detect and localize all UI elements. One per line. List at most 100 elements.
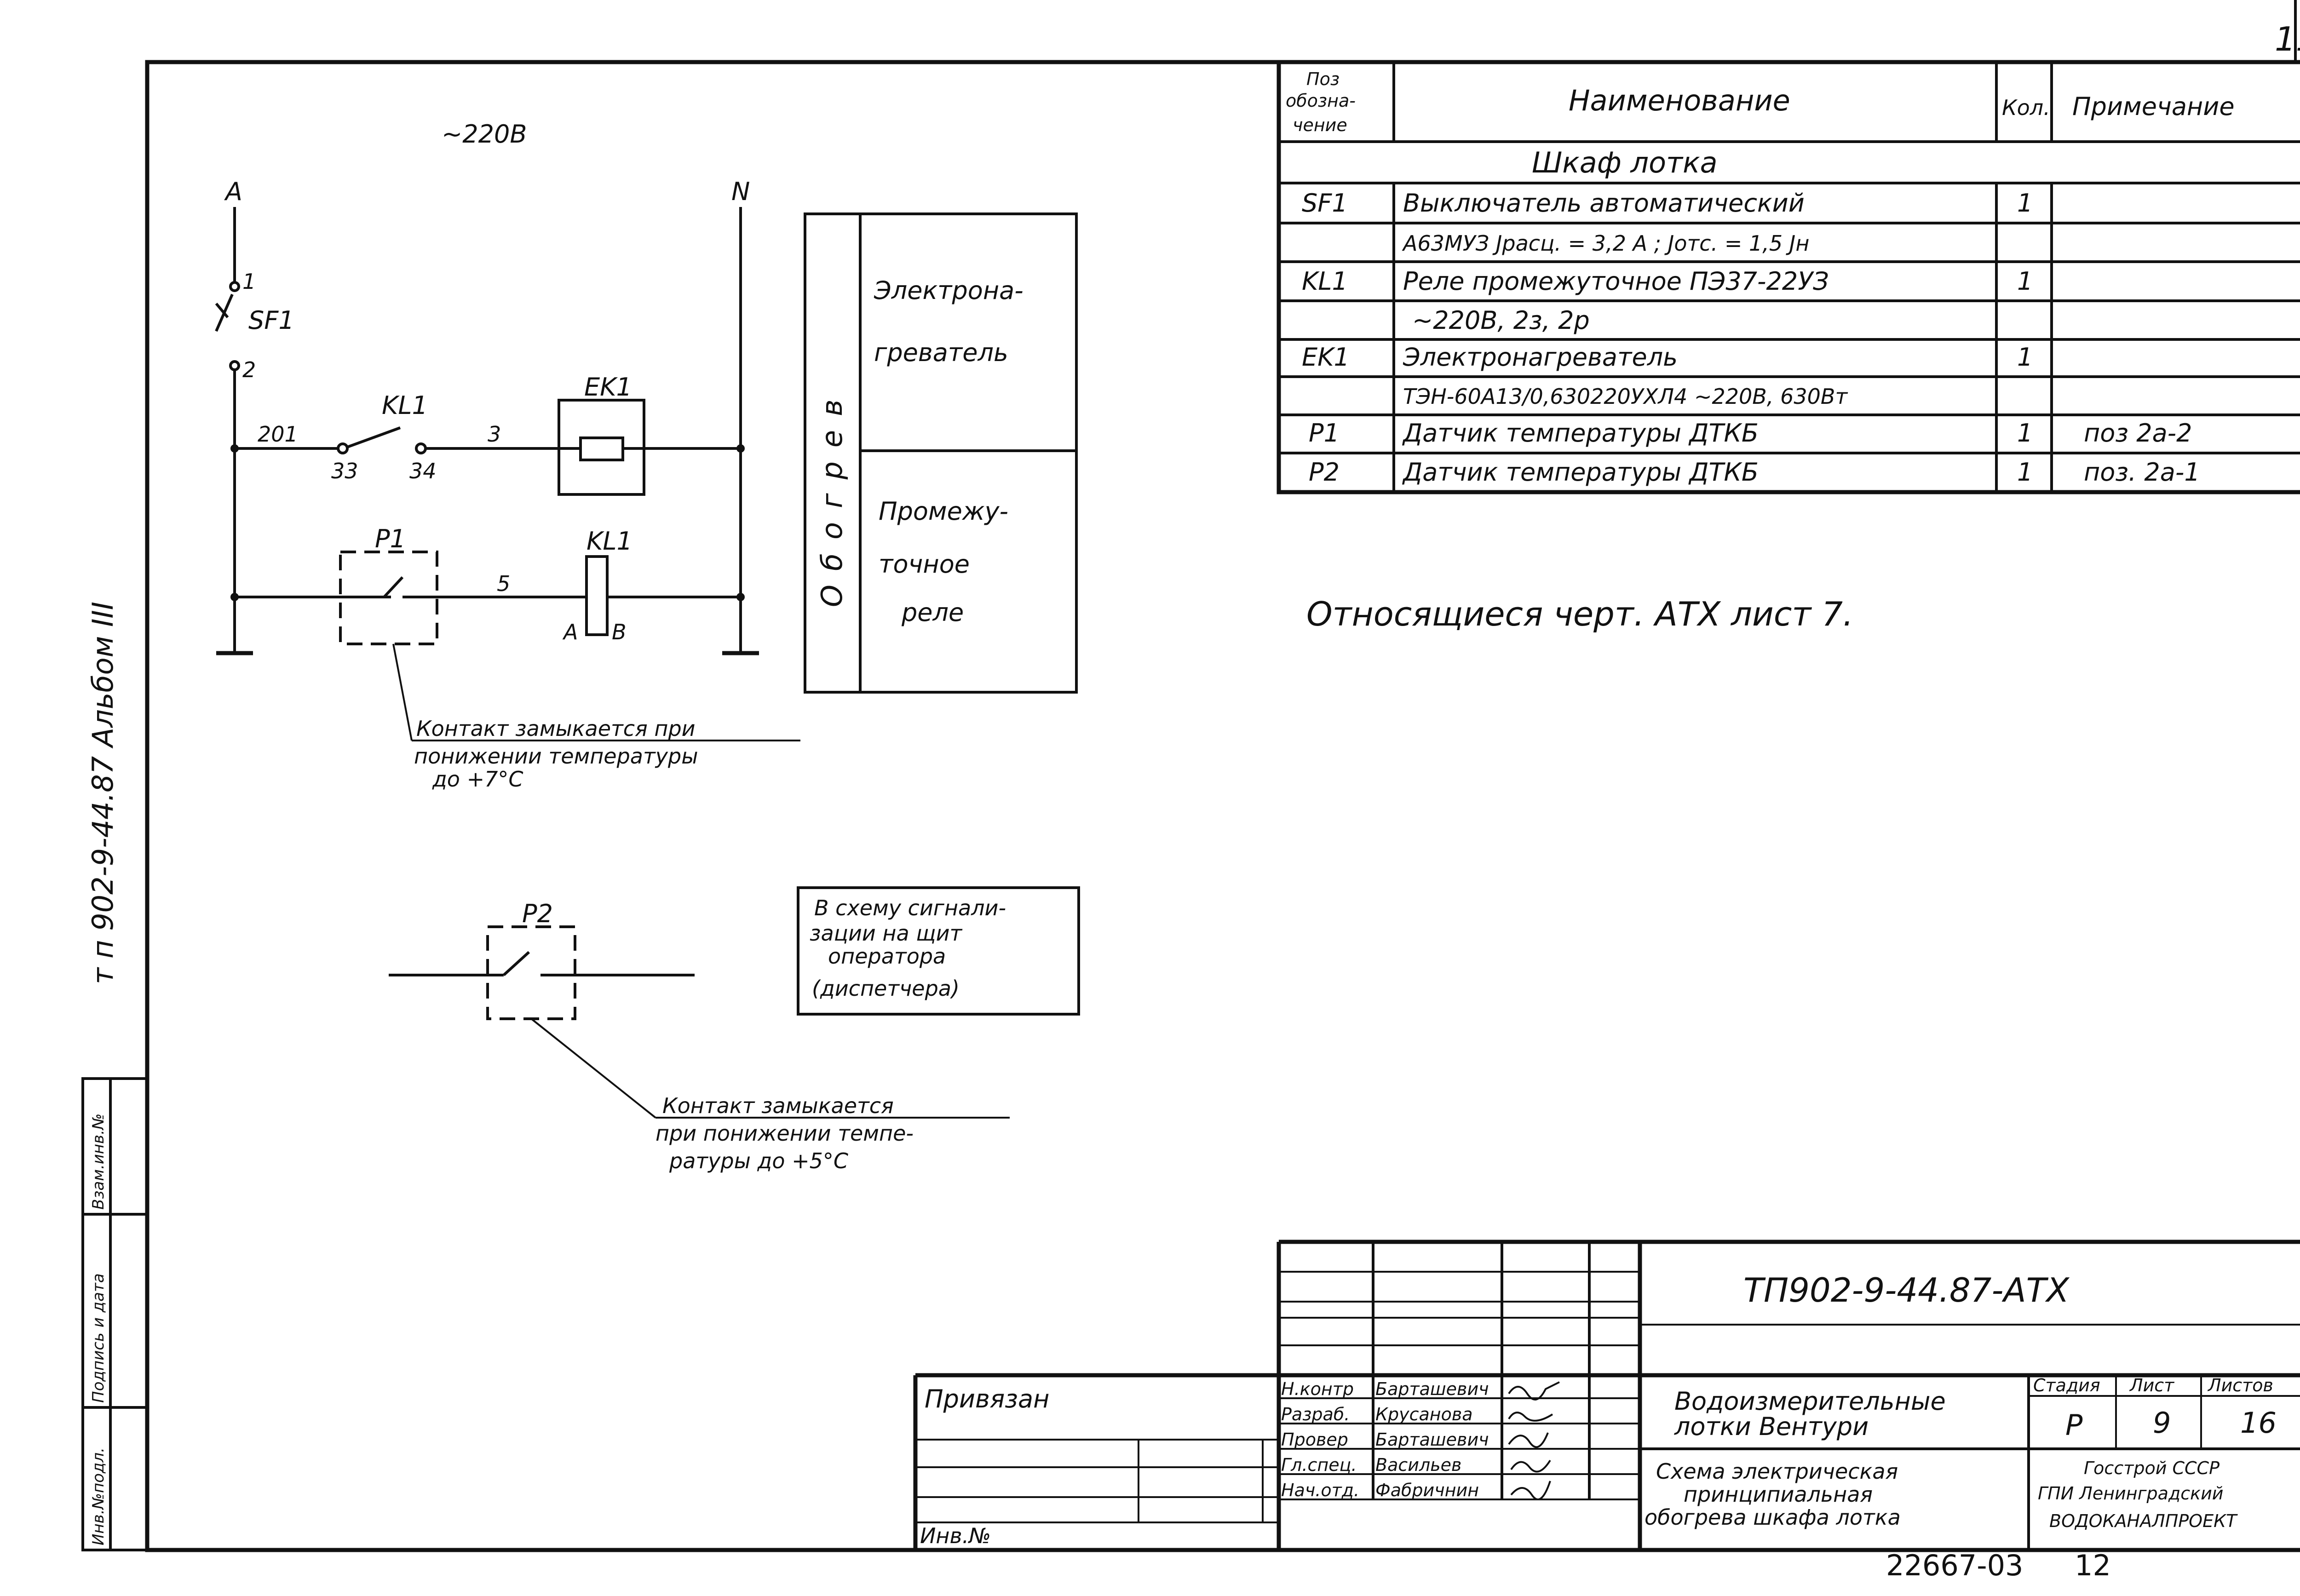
signatures (1508, 1381, 1560, 1500)
role-3-name: Барташевич (1375, 1430, 1489, 1450)
kl1-coil-pin-a: A (562, 620, 578, 644)
function-row1-line2: греватель (874, 338, 1008, 367)
margin-stamp-cell-inv: Инв.№подл. (89, 1447, 108, 1545)
role-3: Провер (1281, 1430, 1348, 1450)
function-row2-line1: Промежу- (879, 497, 1008, 526)
spec-row1-name: Выключатель автоматический (1403, 189, 1805, 218)
wire-201: 201 (258, 422, 298, 447)
role-2-name: Крусанова (1375, 1404, 1473, 1424)
function-row1-line1: Электрона- (874, 276, 1024, 305)
margin-stamp (81, 1077, 149, 1551)
p2-sensor (389, 925, 1010, 1119)
role-4-name: Васильев (1375, 1455, 1461, 1475)
spec-header-note: Примечание (2072, 92, 2235, 121)
sheet-title-line1: Схема электрическая (1656, 1459, 1898, 1484)
drawing-code: ТП902-9-44.87-АТХ (1743, 1271, 2070, 1309)
wire-3: 3 (488, 422, 501, 447)
function-row2-line3: реле (901, 598, 964, 627)
sheet-frame (145, 0, 2300, 1552)
neutral-label: N (731, 177, 750, 206)
role-5: Нач.отд. (1281, 1480, 1359, 1500)
spec-row7-pos: P1 (1309, 419, 1340, 448)
stage-value: Р (2065, 1408, 2083, 1442)
spec-header-qty: Кол. (2002, 95, 2050, 120)
relay-branch (235, 551, 800, 741)
spec-row5-pos: EK1 (1302, 343, 1350, 372)
spec-row1-qty: 1 (2017, 189, 2033, 218)
kl1-coil-label: KL1 (586, 527, 632, 556)
heater-branch (235, 399, 741, 496)
spec-section-title: Шкаф лотка (1532, 146, 1718, 179)
ek1-label: EK1 (584, 373, 632, 402)
function-table (804, 212, 1078, 694)
sheet-title-line3: обогрева шкафа лотка (1644, 1505, 1901, 1530)
sheet-value: 9 (2153, 1406, 2171, 1440)
sf1-label: SF1 (248, 306, 294, 335)
role-4: Гл.спец. (1281, 1455, 1357, 1475)
spec-row8-note: поз. 2а-1 (2084, 458, 2200, 487)
spec-header-name: Наименование (1569, 84, 1790, 117)
role-1: Н.контр (1281, 1379, 1354, 1399)
p1-note-line3: до +7°С (432, 767, 523, 792)
object-title-line2: лотки Вентури (1674, 1412, 1869, 1441)
privyazan-label: Привязан (925, 1384, 1049, 1413)
reference-note: Относящиеся черт. АТХ лист 7. (1306, 595, 1853, 633)
spec-row8-qty: 1 (2017, 458, 2033, 487)
page-number: 12 (2075, 1549, 2111, 1582)
signal-box-line2: зации на щит (810, 921, 962, 946)
spec-row6-name: ТЭН-60А13/0,630220УХЛ4 ~220В, 630Вт (1403, 384, 1848, 409)
spec-table (1276, 60, 2300, 494)
signal-box-line1: В схему сигнали- (814, 896, 1006, 920)
spec-row7-qty: 1 (2017, 419, 2033, 448)
spec-row3-pos: KL1 (1302, 267, 1348, 296)
spec-row8-pos: P2 (1309, 458, 1340, 487)
spec-row1-pos: SF1 (1302, 189, 1348, 218)
object-title-line1: Водоизмерительные (1674, 1387, 1946, 1416)
spec-row5-qty: 1 (2017, 343, 2033, 372)
p1-note-line2: понижении температуры (414, 744, 698, 769)
album-margin-text: т п 902-9-44.87 Альбом III (86, 602, 120, 984)
sheet-title-line2: принципиальная (1684, 1482, 1873, 1507)
signal-box-line3: оператора (828, 944, 946, 969)
function-group-label: Обогрев (815, 385, 849, 607)
role-2: Разраб. (1281, 1404, 1350, 1424)
spec-row4-name: ~220В, 2з, 2р (1412, 306, 1590, 335)
p2-note-line2: при понижении темпе- (656, 1121, 914, 1146)
role-1-name: Барташевич (1375, 1379, 1489, 1399)
signal-box (797, 886, 1080, 1016)
phase-label: A (224, 177, 242, 206)
spec-row5-name: Электронагреватель (1403, 343, 1678, 372)
spec-header-pos-2: обозна- (1286, 91, 1356, 111)
spec-row8-name: Датчик температуры ДТКБ (1402, 458, 1759, 487)
spec-row7-name: Датчик температуры ДТКБ (1402, 419, 1759, 448)
sheets-value: 16 (2240, 1406, 2277, 1440)
p2-note-line3: ратуры до +5°С (669, 1148, 848, 1173)
sf1-pin2: 2 (242, 357, 256, 382)
function-row2-line2: точное (879, 550, 970, 579)
p2-label: P2 (522, 899, 553, 928)
sheet-label: Лист (2129, 1375, 2175, 1395)
title-block (913, 1240, 2300, 1550)
signal-box-line4: (диспетчера) (812, 976, 960, 1001)
spec-row2-name: А63МУЗ Jрасц. = 3,2 А ; Jотс. = 1,5 Jн (1402, 231, 1809, 256)
neutral-bus (722, 207, 759, 655)
organization-line1: Госстрой СССР (2084, 1458, 2220, 1478)
stage-label: Стадия (2033, 1375, 2100, 1395)
spec-header-pos-1: Поз (1306, 69, 1340, 89)
sheet-corner-number: 11 (2275, 20, 2300, 58)
p1-note-line1: Контакт замыкается при (416, 716, 696, 741)
kl1-pin-33: 33 (331, 459, 358, 483)
wire-5: 5 (497, 571, 510, 596)
margin-stamp-cell-sign: Подпись и дата (89, 1273, 108, 1403)
schematic: ~220В A N 1 SF1 2 (215, 120, 1080, 1173)
spec-header-pos-3: чение (1293, 115, 1347, 135)
sf1-pin1: 1 (242, 269, 256, 294)
supply-voltage: ~220В (442, 120, 527, 149)
spec-row3-qty: 1 (2017, 267, 2033, 296)
p1-label: P1 (375, 524, 406, 553)
kl1-pin-34: 34 (409, 459, 437, 483)
p2-note-line1: Контакт замыкается (662, 1093, 894, 1118)
sheets-label: Листов (2207, 1375, 2273, 1395)
role-5-name: Фабричнин (1375, 1480, 1479, 1500)
